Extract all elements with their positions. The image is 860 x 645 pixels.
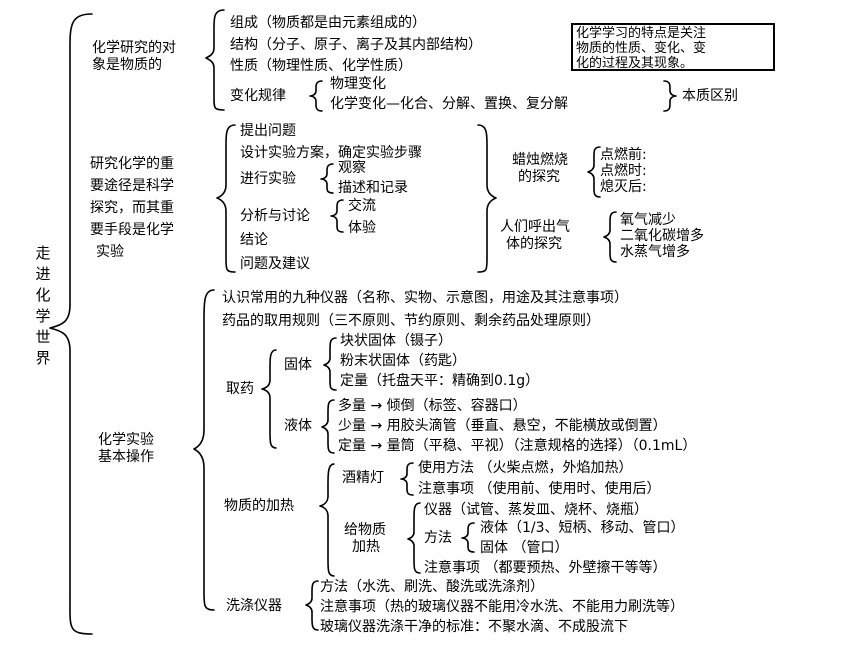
- solid-item-quantity: 定量（托盘天平：精确到0.1g）: [340, 373, 540, 389]
- step-problems: 问题及建议: [240, 256, 310, 272]
- solid-item-lump: 块状固体（镊子）: [340, 333, 452, 349]
- wash-method: 方法（水洗、刷洗、酸洗或洗涤剂）: [320, 579, 544, 595]
- step-conclusion: 结论: [240, 232, 268, 248]
- breath-brace: [603, 211, 617, 263]
- s2-brace: [216, 124, 236, 273]
- change-label: 变化规律: [230, 88, 286, 104]
- method-liquid: 液体（1/3、短柄、移动、管口）: [480, 520, 685, 536]
- s1-item-structure: 结构（分子、原子、离子及其内部结构）: [230, 37, 482, 53]
- s2-label: 研究化学的重要途径是科学探究，而其重要手段是化学实验: [90, 156, 174, 260]
- heat-label: 物质的加热: [224, 498, 294, 514]
- take-label: 取药: [226, 381, 254, 397]
- change-chemical: 化学变化—化合、分解、置换、复分解: [330, 96, 568, 112]
- candle-items: 点燃前:点燃时:熄灭后:: [600, 147, 647, 195]
- step-record: 描述和记录: [338, 180, 408, 196]
- s2-right-brace: [477, 124, 497, 273]
- wash-brace: [305, 580, 319, 631]
- breath-label: 人们呼出气体的探究: [500, 219, 570, 252]
- step-experience: 体验: [348, 220, 376, 236]
- substance-label: 给物质加热: [344, 522, 386, 555]
- liquid-item-measured: 定量 → 量筒（平稳、平视）（注意规格的选择）（0.1mL）: [338, 438, 697, 454]
- rules-line: 药品的取用规则（三不原则、节约原则、剩余药品处理原则）: [222, 313, 600, 329]
- liquid-item-small: 少量 → 用胶头滴管（垂直、悬空，不能横放或倒置）: [338, 418, 667, 434]
- step-propose: 提出问题: [240, 123, 296, 139]
- step-conduct: 进行实验: [240, 171, 296, 187]
- wash-label: 洗涤仪器: [226, 598, 282, 614]
- solid-label: 固体: [284, 357, 312, 373]
- wash-standard: 玻璃仪器洗涤干净的标准：不聚水滴、不成股流下: [320, 619, 628, 635]
- method-label: 方法: [424, 530, 452, 546]
- lamp-label: 酒精灯: [342, 470, 384, 486]
- s1-brace: [205, 9, 225, 111]
- substance-note: 注意事项 （都要预热、外壁擦干等等）: [424, 560, 667, 576]
- breath-items: 氧气减少二氧化碳增多水蒸气增多: [620, 212, 704, 260]
- analyze-brace: [330, 199, 344, 233]
- essence-brace: [663, 80, 677, 112]
- candle-brace: [587, 146, 601, 198]
- take-brace: [261, 349, 277, 449]
- heat-brace: [319, 463, 335, 577]
- learning-note-box: 化学学习的特点是关注物质的性质、变化、变化的过程及其现象。: [571, 23, 775, 71]
- instruments-line: 认识常用的九种仪器（名称、实物、示意图，用途及其注意事项）: [222, 290, 628, 306]
- solid-brace: [323, 337, 337, 391]
- step-exchange: 交流: [348, 198, 376, 214]
- substance-brace: [407, 502, 421, 574]
- candle-label: 蜡烛燃烧的探究: [512, 152, 568, 185]
- substance-instrument: 仪器（试管、蒸发皿、烧杯、烧瓶）: [424, 502, 648, 518]
- change-brace: [309, 80, 323, 112]
- liquid-label: 液体: [284, 418, 312, 434]
- method-brace: [461, 522, 475, 553]
- change-physical: 物理变化: [330, 76, 386, 92]
- essence-label: 本质区别: [682, 88, 738, 104]
- s3-brace: [193, 289, 215, 611]
- step-observe: 观察: [338, 160, 366, 176]
- step-analyze: 分析与讨论: [240, 208, 310, 224]
- s1-label: 化学研究的对象是物质的: [92, 40, 176, 73]
- s1-item-property: 性质（物理性质、化学性质）: [230, 58, 412, 74]
- s3-label: 化学实验基本操作: [98, 432, 154, 465]
- root-label: 走进化学世界: [35, 244, 51, 367]
- conduct-brace: [320, 163, 334, 194]
- liquid-brace: [321, 399, 335, 454]
- wash-note: 注意事项（热的玻璃仪器不能用冷水洗、不能用力刷洗等）: [320, 599, 684, 615]
- root-brace: [49, 13, 93, 635]
- step-design: 设计实验方案，确定实验步骤: [240, 145, 422, 161]
- liquid-item-large: 多量 → 倾倒（标签、容器口）: [338, 398, 527, 414]
- lamp-item-note: 注意事项 （使用前、使用时、使用后）: [418, 481, 661, 497]
- lamp-item-method: 使用方法 （火柴点燃，外焰加热）: [418, 460, 633, 476]
- lamp-brace: [400, 462, 414, 496]
- solid-item-powder: 粉末状固体（药匙）: [340, 353, 466, 369]
- method-solid: 固体 （管口）: [480, 540, 569, 556]
- s1-item-composition: 组成（物质都是由元素组成的）: [230, 15, 426, 31]
